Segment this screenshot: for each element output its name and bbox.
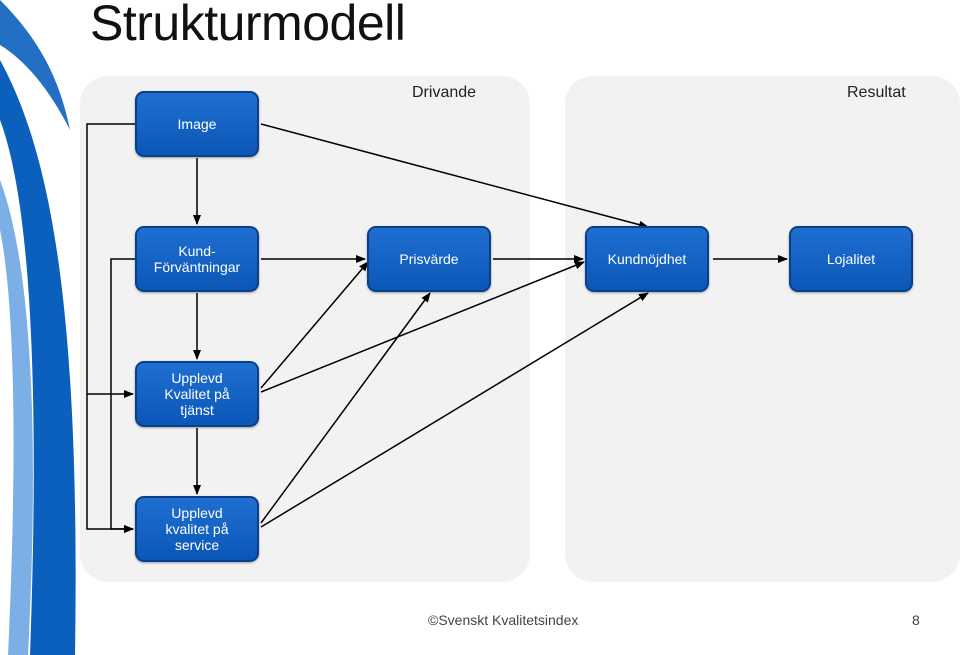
decorative-swoosh [0, 0, 76, 655]
panel-resultat [565, 76, 960, 582]
edge-service-kundnojdhet [260, 292, 649, 528]
edge-kund-feedback [110, 258, 135, 533]
panel-label-resultat: Resultat [847, 84, 906, 101]
node-upplevd-kvalitet-tjanst: Upplevd Kvalitet på tjänst [135, 361, 259, 427]
edge-image-feedback [86, 123, 135, 533]
page-number: 8 [912, 612, 920, 628]
node-lojalitet: Lojalitet [789, 226, 913, 292]
slide-title: Strukturmodell [90, 0, 406, 51]
node-prisvarde: Prisvärde [367, 226, 491, 292]
edge-tjanst-prisvarde [260, 261, 369, 389]
node-kundforvantningar: Kund- Förväntningar [135, 226, 259, 292]
panel-label-drivande: Drivande [412, 84, 477, 101]
footer-copyright: ©Svenskt Kvalitetsindex [428, 612, 579, 628]
edge-image-kundnojdhet [260, 123, 649, 229]
edge-service-prisvarde [260, 292, 431, 524]
node-image: Image [135, 91, 259, 157]
node-upplevd-kvalitet-service: Upplevd kvalitet på service [135, 496, 259, 562]
edge-tjanst-kundnojdhet [260, 261, 585, 393]
node-kundnojdhet: Kundnöjdhet [585, 226, 709, 292]
